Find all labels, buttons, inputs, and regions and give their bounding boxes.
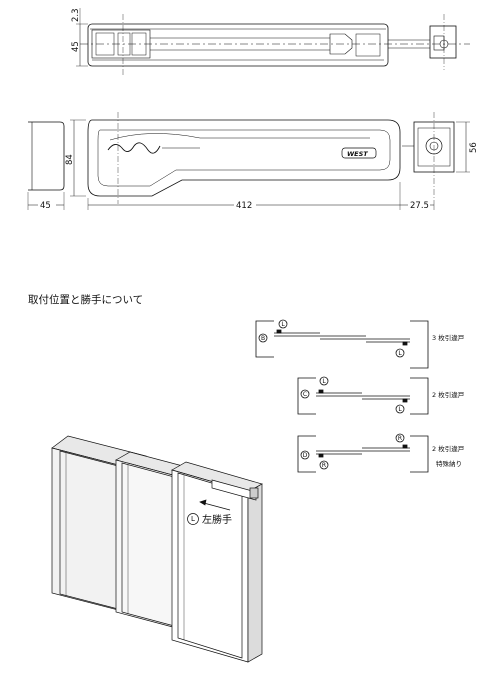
config-3-label: 2 枚引違戸	[432, 444, 465, 453]
side-view-endcap	[28, 121, 65, 191]
config-1-label: 3 枚引違戸	[432, 333, 465, 342]
top-view-bracket	[429, 25, 457, 59]
config-diagram-1	[255, 319, 429, 369]
config-3-bottom-marker: R	[322, 462, 326, 469]
illustration-marker-circle	[187, 513, 199, 525]
side-dim-45: 45	[40, 201, 51, 211]
illustration-marker: L	[191, 515, 195, 523]
config-3-top-marker: R	[398, 435, 402, 442]
door-illustration	[51, 435, 263, 663]
top-view-body	[87, 23, 389, 67]
config-2-top-marker: L	[322, 378, 326, 385]
config-2-bottom-marker: L	[398, 406, 402, 413]
west-badge-text: WEST	[347, 150, 368, 158]
side-dim-27-5: 27.5	[410, 201, 429, 211]
side-dim-412: 412	[236, 201, 252, 211]
section-title: 取付位置と勝手について	[28, 293, 143, 306]
top-view	[76, 8, 470, 76]
config-1-bottom-marker: L	[398, 350, 402, 357]
config-3-sublabel: 特殊納り	[436, 459, 462, 468]
config-2-label: 2 枚引違戸	[432, 390, 465, 399]
side-dim-84: 84	[65, 154, 75, 165]
side-dim-56: 56	[469, 142, 479, 153]
illustration-label: 左勝手	[202, 513, 232, 526]
config-diagram-3	[297, 433, 429, 473]
config-2-left-marker: C	[303, 391, 307, 398]
config-1-top-marker: L	[281, 321, 285, 328]
brand-logo-icon	[107, 142, 161, 154]
top-dim-45: 45	[71, 41, 81, 52]
side-view-body	[87, 119, 401, 197]
config-3-left-marker: D	[303, 452, 308, 459]
config-1-left-marker: B	[261, 335, 265, 342]
west-badge	[341, 147, 377, 159]
side-view	[27, 112, 470, 210]
top-dim-2-3: 2.3	[71, 8, 81, 22]
config-diagram-2	[297, 376, 429, 415]
